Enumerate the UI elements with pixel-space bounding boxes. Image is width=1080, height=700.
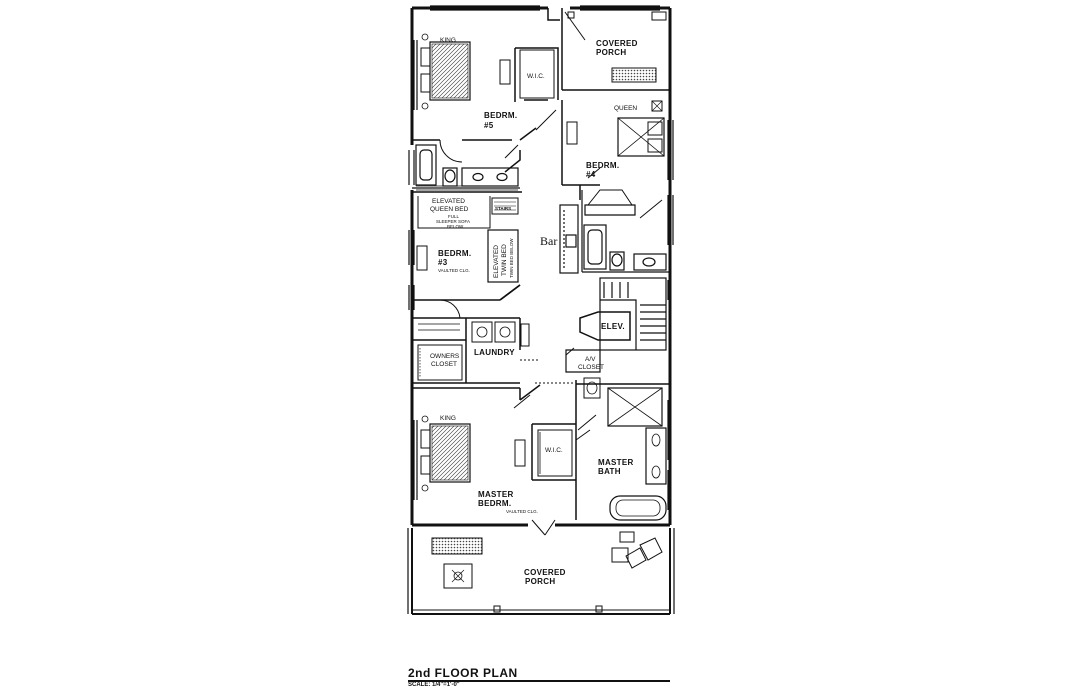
owners-closet-line2: CLOSET [431,361,457,368]
master-wic-label: W.I.C. [545,447,563,454]
bedroom-4-walls [561,100,601,200]
exterior-walls [410,6,672,527]
hallway [499,127,575,401]
master-bath-line2: BATH [598,467,621,476]
bedroom-3-name: BEDRM. [438,249,471,258]
bar-label: Bar [540,234,557,248]
porch-top-line2: PORCH [596,48,626,57]
master-bedroom-ceiling: VAULTED CLG. [506,509,538,514]
bedroom-5-closet-label: W.I.C. [527,73,545,80]
bedroom-3-twin-line1: ELEVATED [493,245,500,278]
bedroom-5-name: BEDRM. [484,111,517,120]
elevator-label: ELEV. [601,322,625,331]
bath-bedroom-5 [412,144,520,189]
owners-closet-line1: OWNERS [430,353,460,360]
master-bath [575,377,670,521]
bedroom-3-sofa-line1: FULL [448,214,460,219]
main-stairs [599,277,667,351]
bedroom-3-sofa-line3: BELOW [447,224,464,229]
windows [408,5,674,510]
porch-bottom-line1: COVERED [524,568,566,577]
bedroom-4-name: BEDRM. [586,161,619,170]
master-bedroom-line1: MASTER [478,490,514,499]
king-bed-master [420,415,471,492]
king-bed-bedroom-5 [420,33,471,110]
bedroom-3-ceiling: VAULTED CLG. [438,268,470,273]
covered-porch-bottom [407,528,675,615]
elevator [579,311,631,341]
bedroom-5-dresser [499,59,511,85]
ac-closet-line1: A/V [585,356,596,363]
covered-porch-top [561,8,670,91]
bedroom-3-loft-line2: QUEEN BED [430,206,469,213]
bedroom-4-bed-label: QUEEN [614,105,637,112]
bedroom-5-number: #5 [484,121,494,130]
bedroom-5-bed-label: KING [440,37,456,44]
porch-bottom-line2: PORCH [525,577,555,586]
title-underline [408,680,670,682]
bedroom-3-loft-line1: ELEVATED [432,198,465,205]
plan-scale: SCALE: 1/4"=1'-0" [408,682,460,688]
laundry-label: LAUNDRY [474,348,515,357]
bedroom-3-sofa-line2: SLEEPER SOFA [436,219,470,224]
bedroom-4-number: #4 [586,170,596,179]
bar-counter [559,204,579,274]
master-wic [531,423,591,481]
owners-closet [412,339,538,384]
ac-closet [565,347,601,373]
room-labels: KING BEDRM. #5 W.I.C. COVERED PORCH QUEE… [430,37,638,586]
master-bed-label: KING [440,415,456,422]
master-bedroom-line2: BEDRM. [478,499,511,508]
queen-bed-bedroom-4 [617,100,665,157]
plan-title: 2nd FLOOR PLAN [408,666,518,680]
bedroom-5-walls [412,8,560,141]
bedroom-3-twin-line2: TWIN BED [501,244,508,276]
bedroom-3-number: #3 [438,258,448,267]
master-bedroom-walls [412,387,556,536]
bedroom-3-stairs-label: STAIRS [495,206,511,211]
bedroom-3-twin-line3: TWIN BED BELOW [509,238,514,278]
laundry-room [465,318,530,384]
master-bath-line1: MASTER [598,458,634,467]
ac-closet-line2: CLOSET [578,364,604,371]
bath-bedroom-4 [581,189,670,273]
porch-top-line1: COVERED [596,39,638,48]
